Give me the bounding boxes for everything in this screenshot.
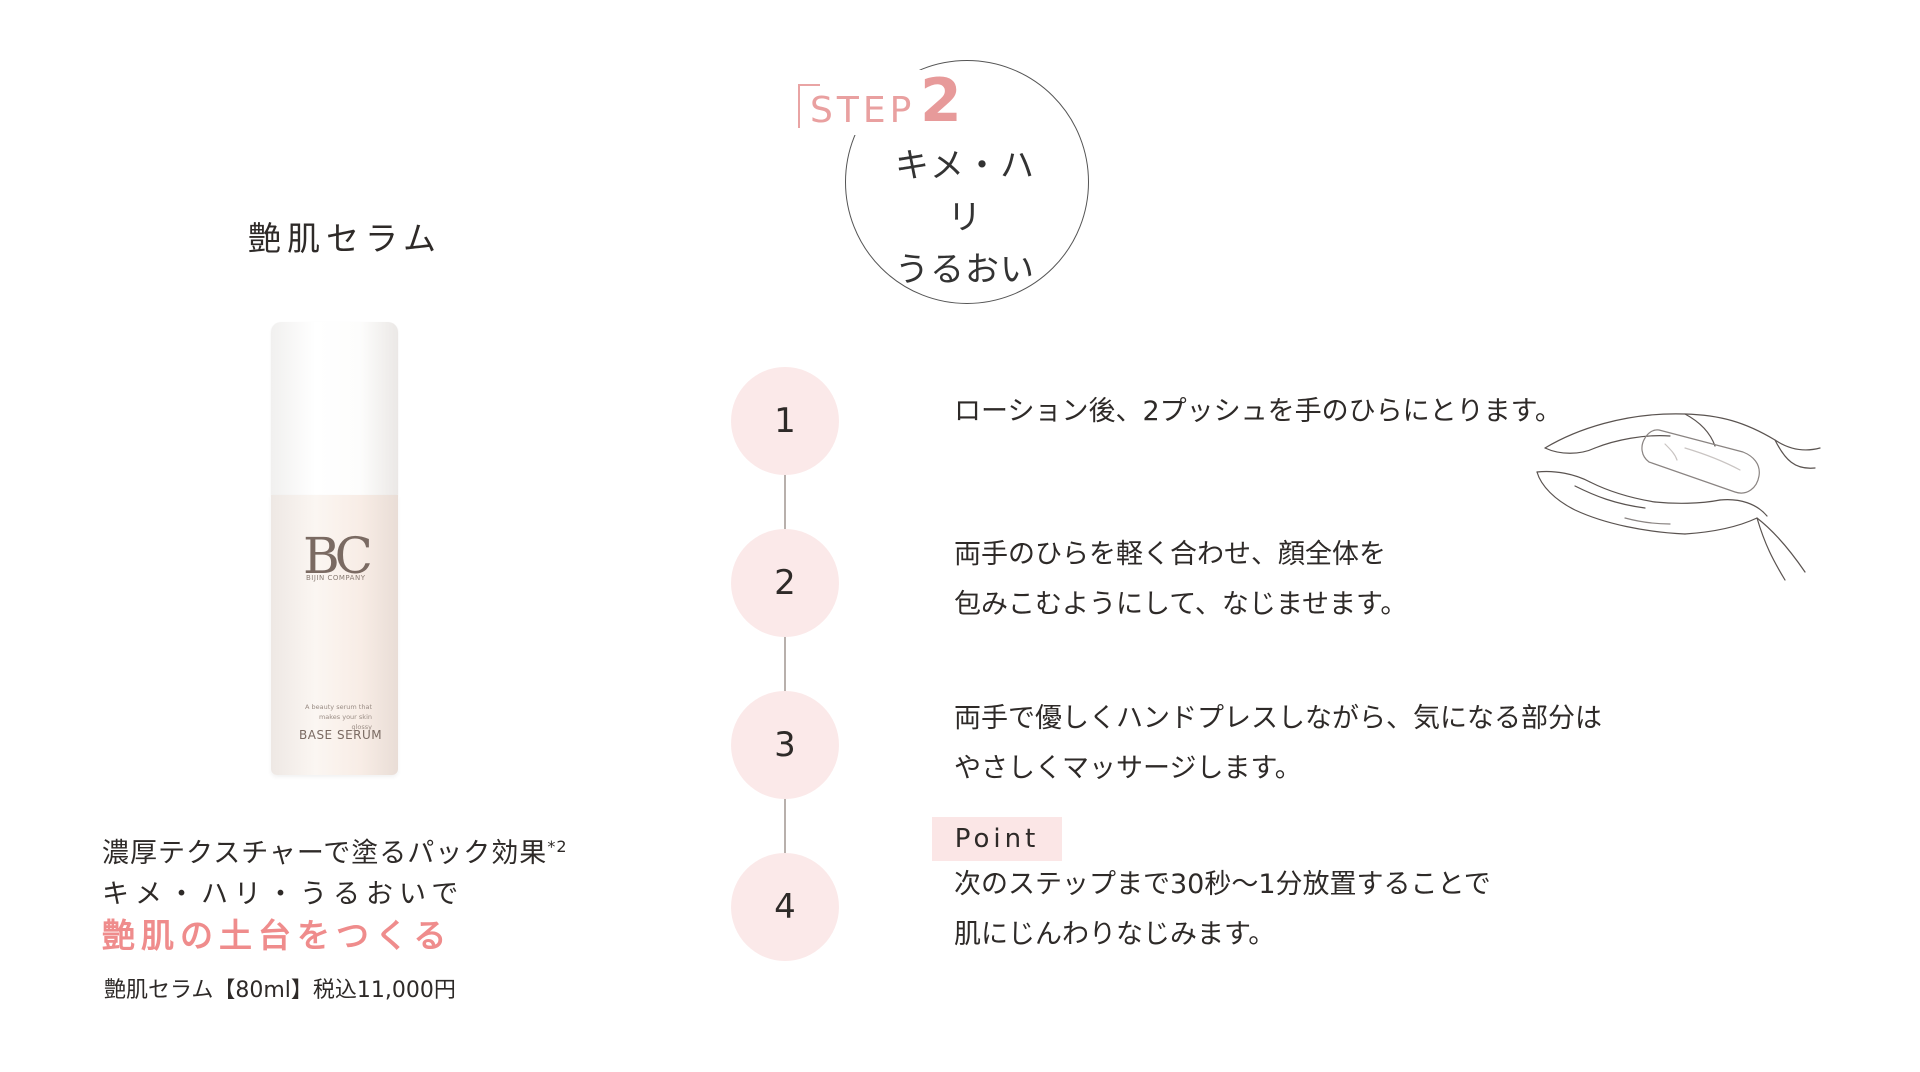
footnote-marker: *2: [547, 837, 568, 856]
product-description: 濃厚テクスチャーで塗るパック効果*2 キメ・ハリ・うるおいで 艶肌の土台をつくる: [102, 826, 568, 956]
desc-line-2: キメ・ハリ・うるおいで: [102, 879, 465, 910]
hands-with-bottle-icon: [1536, 413, 1821, 581]
timeline-line: [784, 420, 786, 900]
bottle-tagline-line: makes your skin glossy: [318, 713, 372, 731]
step-2-text: 両手のひらを軽く合わせ、顔全体を 包みこむようにして、なじませます。: [954, 530, 1407, 630]
step-circle-4: 4: [731, 853, 839, 961]
step-1-line: ローション後、2プッシュを手のひらにとります。: [954, 396, 1562, 427]
step-circle-1: 1: [731, 367, 839, 475]
step-title: キメ・ハリ うるおい: [885, 140, 1045, 296]
desc-line-1-text: 濃厚テクスチャーで塗るパック効果: [102, 838, 548, 869]
step-3-line: やさしくマッサージします。: [954, 753, 1302, 784]
step-word: STEP: [810, 90, 916, 131]
step-bracket: [798, 84, 820, 128]
bottle-body: [271, 495, 398, 775]
step-2-line: 両手のひらを軽く合わせ、顔全体を: [954, 539, 1386, 570]
step-circle-3: 3: [731, 691, 839, 799]
bottle-cap: [271, 322, 398, 497]
step-4-text: 次のステップまで30秒〜1分放置することで 肌にじんわりなじみます。: [954, 860, 1491, 960]
step-1-text: ローション後、2プッシュを手のひらにとります。: [954, 387, 1562, 437]
desc-headline: 艶肌の土台をつくる: [102, 916, 453, 955]
step-title-line: うるおい: [895, 250, 1035, 290]
step-title-line: キメ・ハリ: [895, 146, 1035, 238]
product-name: 艶肌セラム: [248, 219, 443, 258]
bottle-tagline: A beauty serum that makes your skin glos…: [300, 702, 372, 732]
bottle-logo: BC: [303, 527, 373, 585]
step-circle-2: 2: [731, 529, 839, 637]
bottle-brand: BIJIN COMPANY: [306, 574, 366, 582]
step-4-line: 肌にじんわりなじみます。: [954, 919, 1276, 950]
step-2-line: 包みこむようにして、なじませます。: [954, 589, 1408, 620]
step-4-line: 次のステップまで30秒〜1分放置することで: [954, 869, 1491, 900]
product-price: 艶肌セラム【80ml】税込11,000円: [104, 978, 456, 1003]
bottle-label: BASE SERUM: [299, 728, 383, 742]
step-3-line: 両手で優しくハンドプレスしながら、気になる部分は: [954, 703, 1602, 734]
point-tag: Point: [932, 817, 1062, 861]
bottle-tagline-line: A beauty serum that: [305, 703, 372, 711]
step-number: 2: [920, 66, 962, 136]
step-badge-mask: [795, 70, 970, 135]
step-3-text: 両手で優しくハンドプレスしながら、気になる部分は やさしくマッサージします。: [954, 694, 1602, 794]
desc-line-1: 濃厚テクスチャーで塗るパック効果*2: [102, 826, 568, 874]
